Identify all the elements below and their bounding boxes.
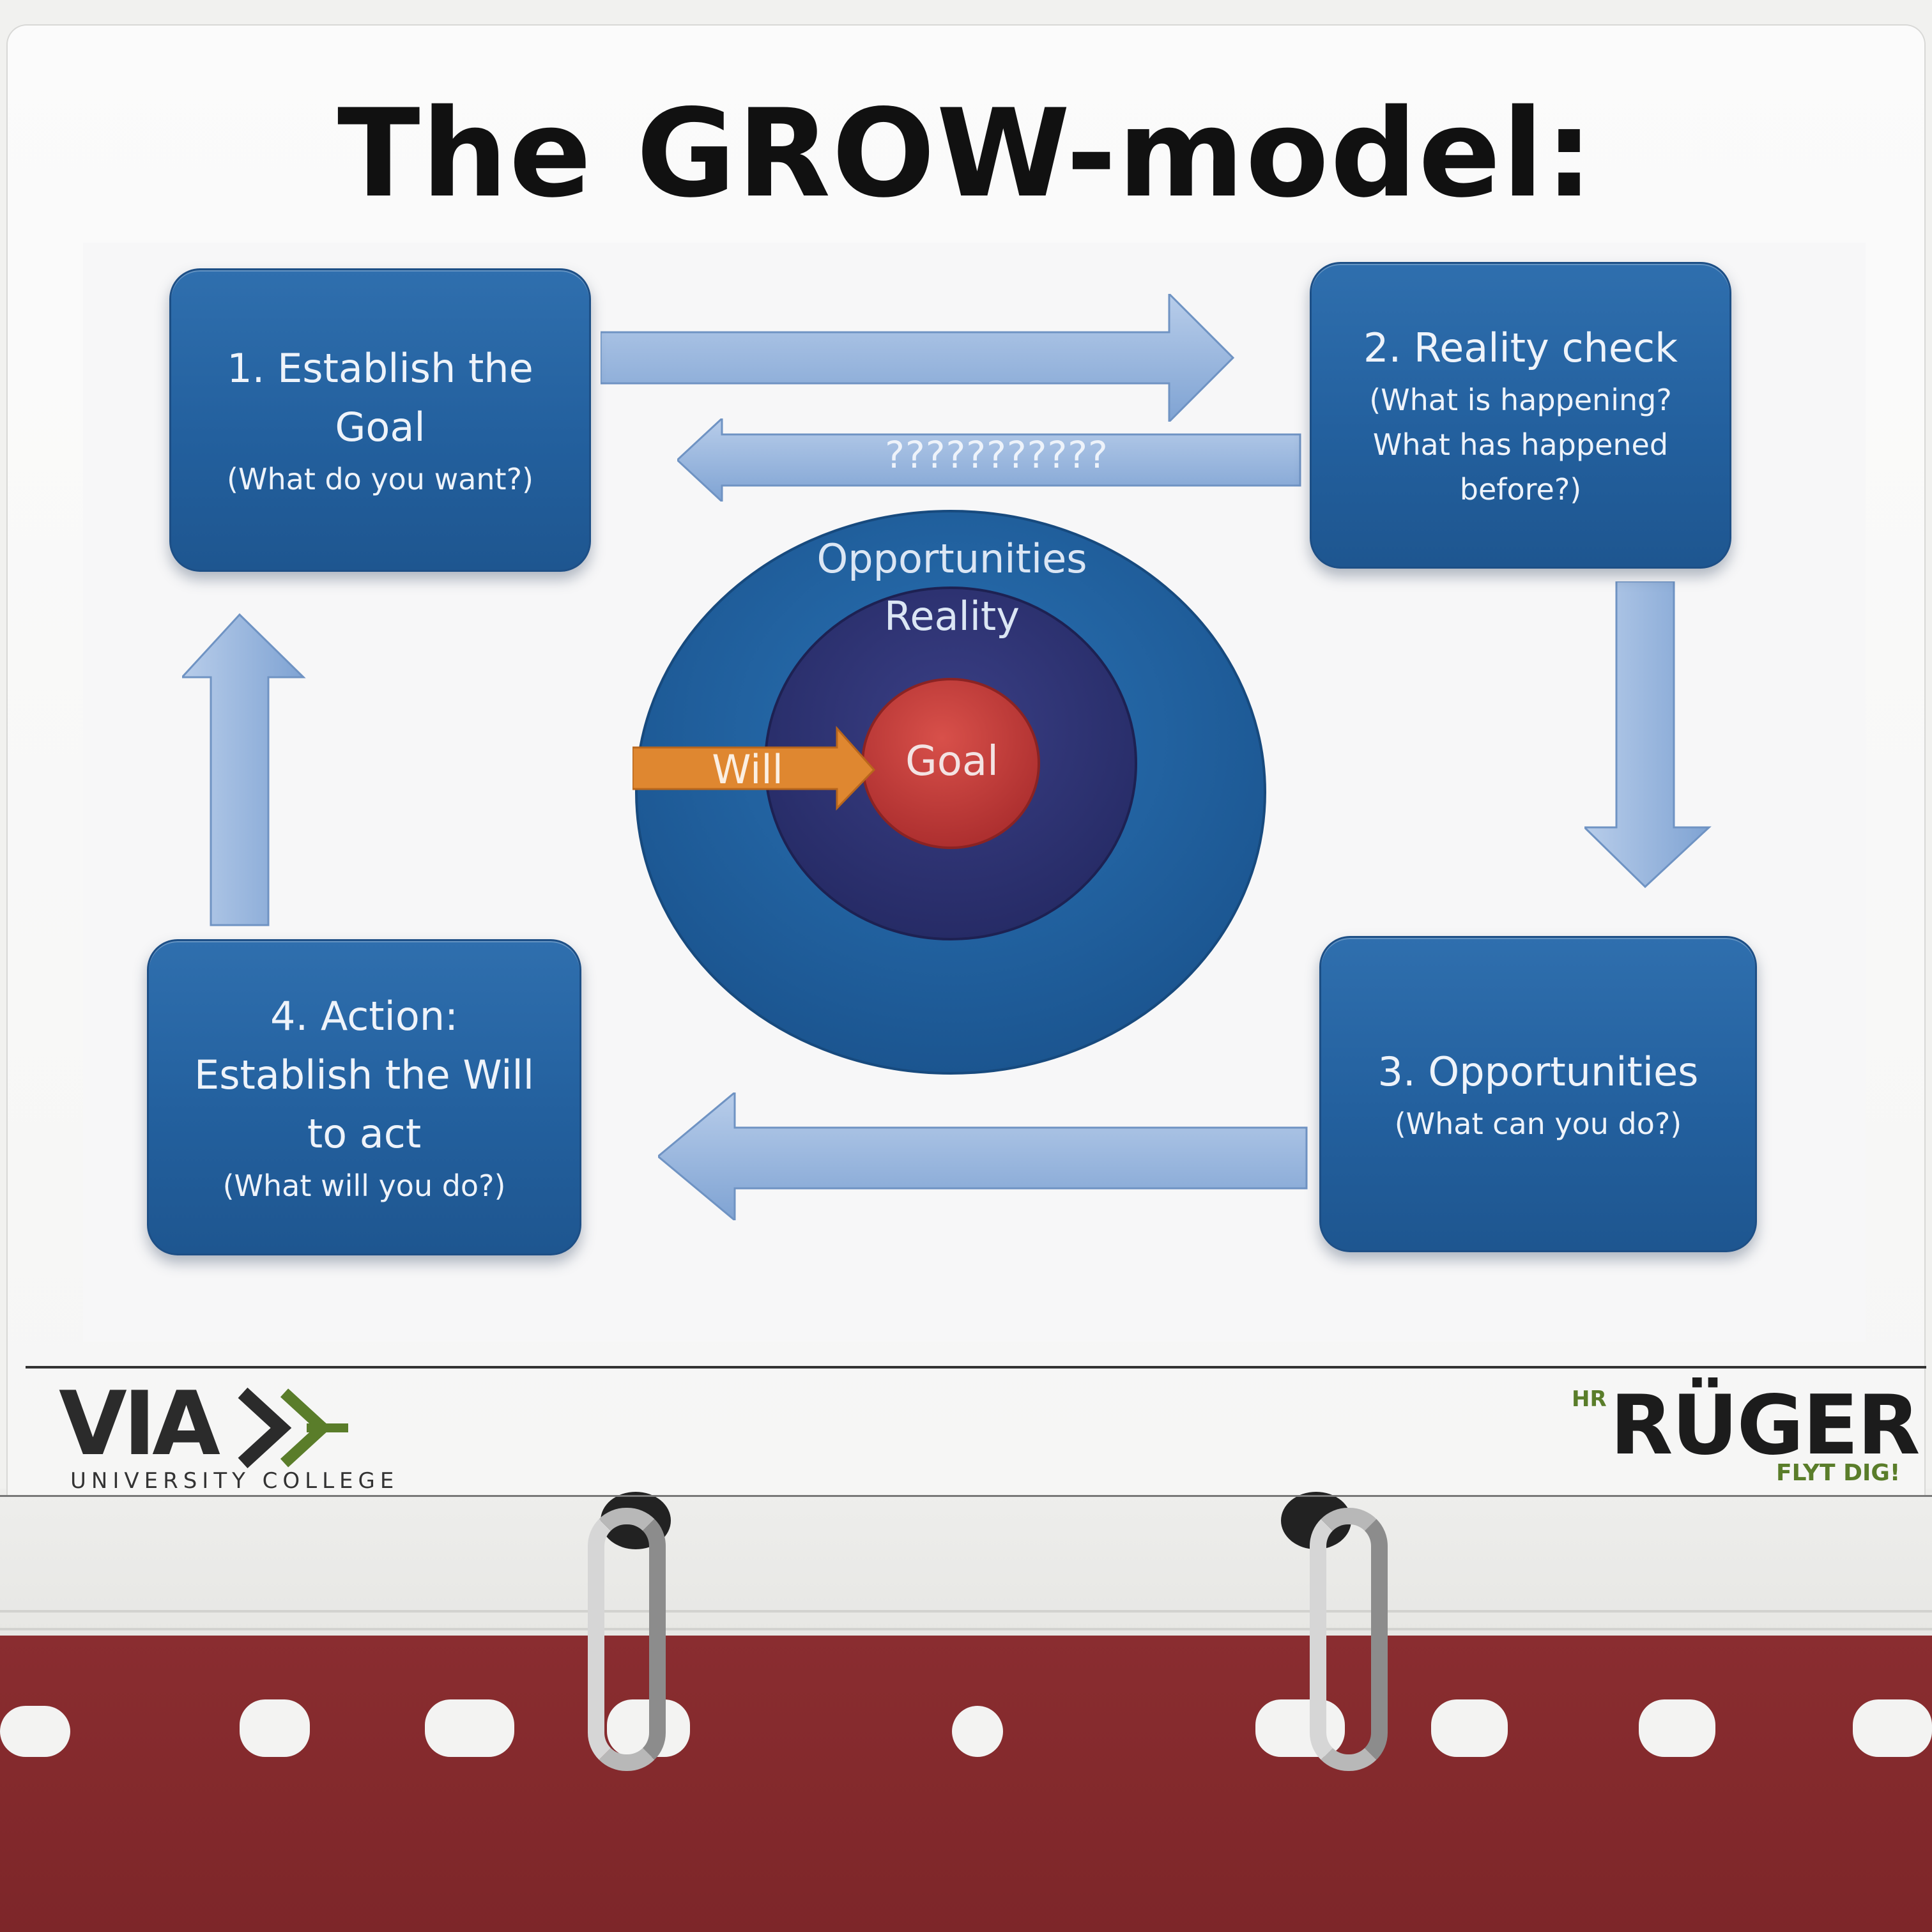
- reality-box-question-line: before?): [1459, 472, 1582, 507]
- will-arrow-label: Will: [712, 746, 783, 793]
- paper-edge-line: [0, 1628, 1932, 1630]
- goal-box-title: 1. Establish the Goal: [227, 339, 533, 457]
- action-box-title-line: Establish the Will: [194, 1051, 534, 1098]
- goal-box-title-line: 1. Establish the: [227, 344, 533, 392]
- goal-box-question: (What do you want?): [227, 461, 533, 496]
- goal-box-title-line: Goal: [335, 403, 425, 450]
- grow-target-circles: [631, 508, 1271, 1085]
- arrow-opportunities-to-action: [658, 1092, 1310, 1220]
- binder-ring-right: [1310, 1508, 1388, 1771]
- action-box-title: 4. Action: Establish the Will to act: [194, 987, 534, 1163]
- reality-box-title: 2. Reality check: [1363, 325, 1678, 371]
- paper-edge-line: [0, 1610, 1932, 1613]
- punch-hole: [240, 1699, 310, 1757]
- punch-hole: [952, 1706, 1003, 1757]
- goal-circle-label: Goal: [905, 738, 999, 785]
- unknown-path-label: ???????????: [885, 433, 1108, 477]
- action-box-title-line: 4. Action:: [270, 992, 458, 1039]
- action-box-question: (What will you do?): [222, 1168, 506, 1203]
- reality-box-question: (What is happening? What has happened be…: [1369, 378, 1672, 512]
- via-logo-subtitle: UNIVERSITY COLLEGE: [70, 1468, 399, 1494]
- footer-bottom-rule: [0, 1495, 1932, 1497]
- arrow-action-to-goal: [182, 613, 310, 926]
- reality-circle-label: Reality: [884, 593, 1020, 640]
- opportunities-box: 3. Opportunities (What can you do?): [1319, 936, 1757, 1252]
- page-title: The GROW-model:: [337, 83, 1595, 224]
- footer-rule: [26, 1366, 1926, 1368]
- reality-box-question-line: (What is happening?: [1369, 383, 1672, 417]
- ruger-logo-prefix: HR: [1572, 1386, 1607, 1412]
- punch-hole: [1431, 1699, 1508, 1757]
- paper-edges: [0, 1489, 1932, 1655]
- via-logo: VIA: [59, 1372, 220, 1475]
- reality-box: 2. Reality check (What is happening? Wha…: [1310, 262, 1731, 569]
- binder-ring-left: [588, 1508, 666, 1771]
- via-logo-text: VIA: [59, 1372, 220, 1475]
- arrow-goal-to-reality: [601, 294, 1239, 422]
- opportunities-circle-label: Opportunities: [816, 535, 1087, 582]
- via-logo-mark-icon: [238, 1387, 348, 1469]
- goal-box: 1. Establish the Goal (What do you want?…: [169, 268, 591, 572]
- punch-hole: [1639, 1699, 1715, 1757]
- arrow-reality-to-opportunities: [1584, 581, 1712, 888]
- punch-hole: [0, 1706, 70, 1757]
- will-arrow: [631, 726, 876, 811]
- opportunities-box-question: (What can you do?): [1394, 1106, 1682, 1141]
- action-box-title-line: to act: [307, 1110, 422, 1157]
- reality-box-question-line: What has happened: [1372, 427, 1669, 462]
- arrow-reality-back-to-goal: [677, 418, 1303, 502]
- ruger-logo-text: RÜGER: [1610, 1378, 1920, 1473]
- punch-hole: [1853, 1699, 1932, 1757]
- red-divider-sheet: [0, 1636, 1932, 1932]
- action-box: 4. Action: Establish the Will to act (Wh…: [147, 939, 581, 1255]
- opportunities-box-title: 3. Opportunities: [1377, 1048, 1699, 1095]
- ruger-logo-tagline: FLYT DIG!: [1776, 1460, 1901, 1486]
- punch-hole: [425, 1699, 514, 1757]
